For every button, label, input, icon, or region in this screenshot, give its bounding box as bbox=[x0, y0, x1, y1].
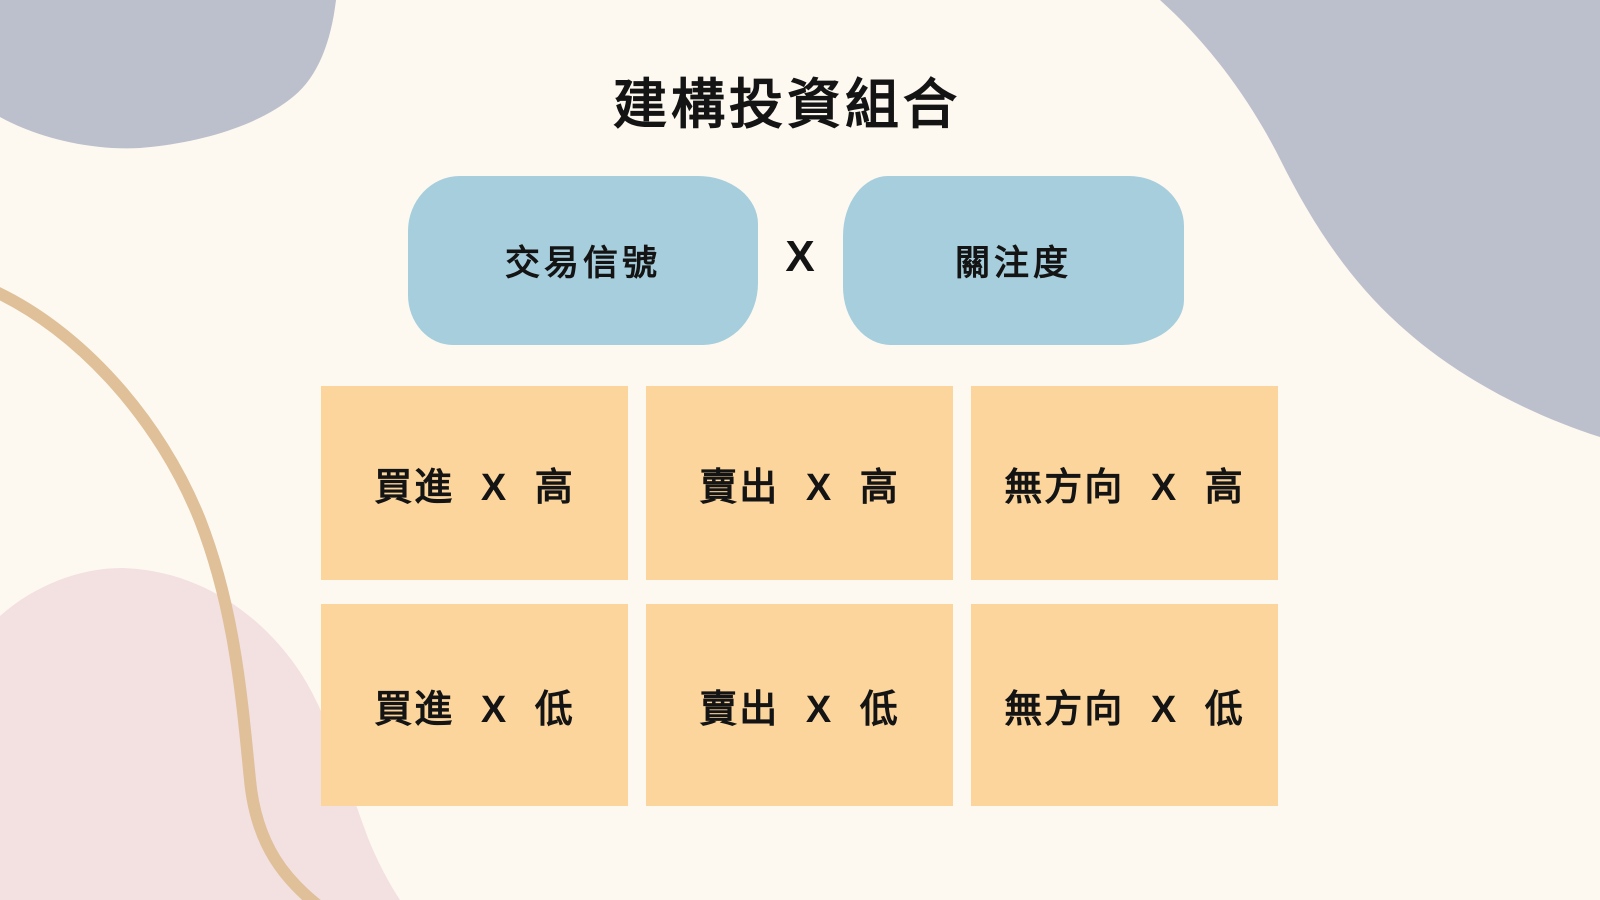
matrix-cell-label: 無方向 X 高 bbox=[1004, 466, 1245, 509]
purple-blob-top-right-shape bbox=[1160, 0, 1600, 437]
formula-right-label: 關注度 bbox=[954, 244, 1072, 283]
matrix-cell-label: 無方向 X 低 bbox=[1004, 688, 1245, 731]
matrix-cell-sell-low: 賣出 X 低 bbox=[646, 604, 953, 806]
portfolio-matrix: 買進 X 高 賣出 X 高 無方向 X 高 買進 X 低 賣出 X 低 無方向 … bbox=[321, 386, 1278, 806]
matrix-cell-label: 買進 X 低 bbox=[374, 688, 575, 731]
formula-right-box: 關注度 bbox=[843, 176, 1184, 345]
formula-left-label: 交易信號 bbox=[504, 244, 661, 283]
matrix-cell-nodirection-low: 無方向 X 低 bbox=[971, 604, 1278, 806]
matrix-cell-nodirection-high: 無方向 X 高 bbox=[971, 386, 1278, 580]
matrix-cell-buy-low: 買進 X 低 bbox=[321, 604, 628, 806]
formula-left-box: 交易信號 bbox=[408, 176, 758, 345]
matrix-cell-label: 賣出 X 低 bbox=[699, 688, 900, 731]
page-title: 建構投資組合 bbox=[613, 75, 961, 135]
pink-blob-bottom-left-shape bbox=[0, 568, 400, 900]
matrix-cell-label: 買進 X 高 bbox=[374, 466, 575, 509]
matrix-cell-buy-high: 買進 X 高 bbox=[321, 386, 628, 580]
matrix-cell-label: 賣出 X 高 bbox=[699, 466, 900, 509]
tan-arc-line bbox=[0, 287, 321, 900]
matrix-cell-sell-high: 賣出 X 高 bbox=[646, 386, 953, 580]
formula-operator: X bbox=[785, 232, 815, 281]
purple-blob-top-left-shape bbox=[0, 0, 336, 149]
